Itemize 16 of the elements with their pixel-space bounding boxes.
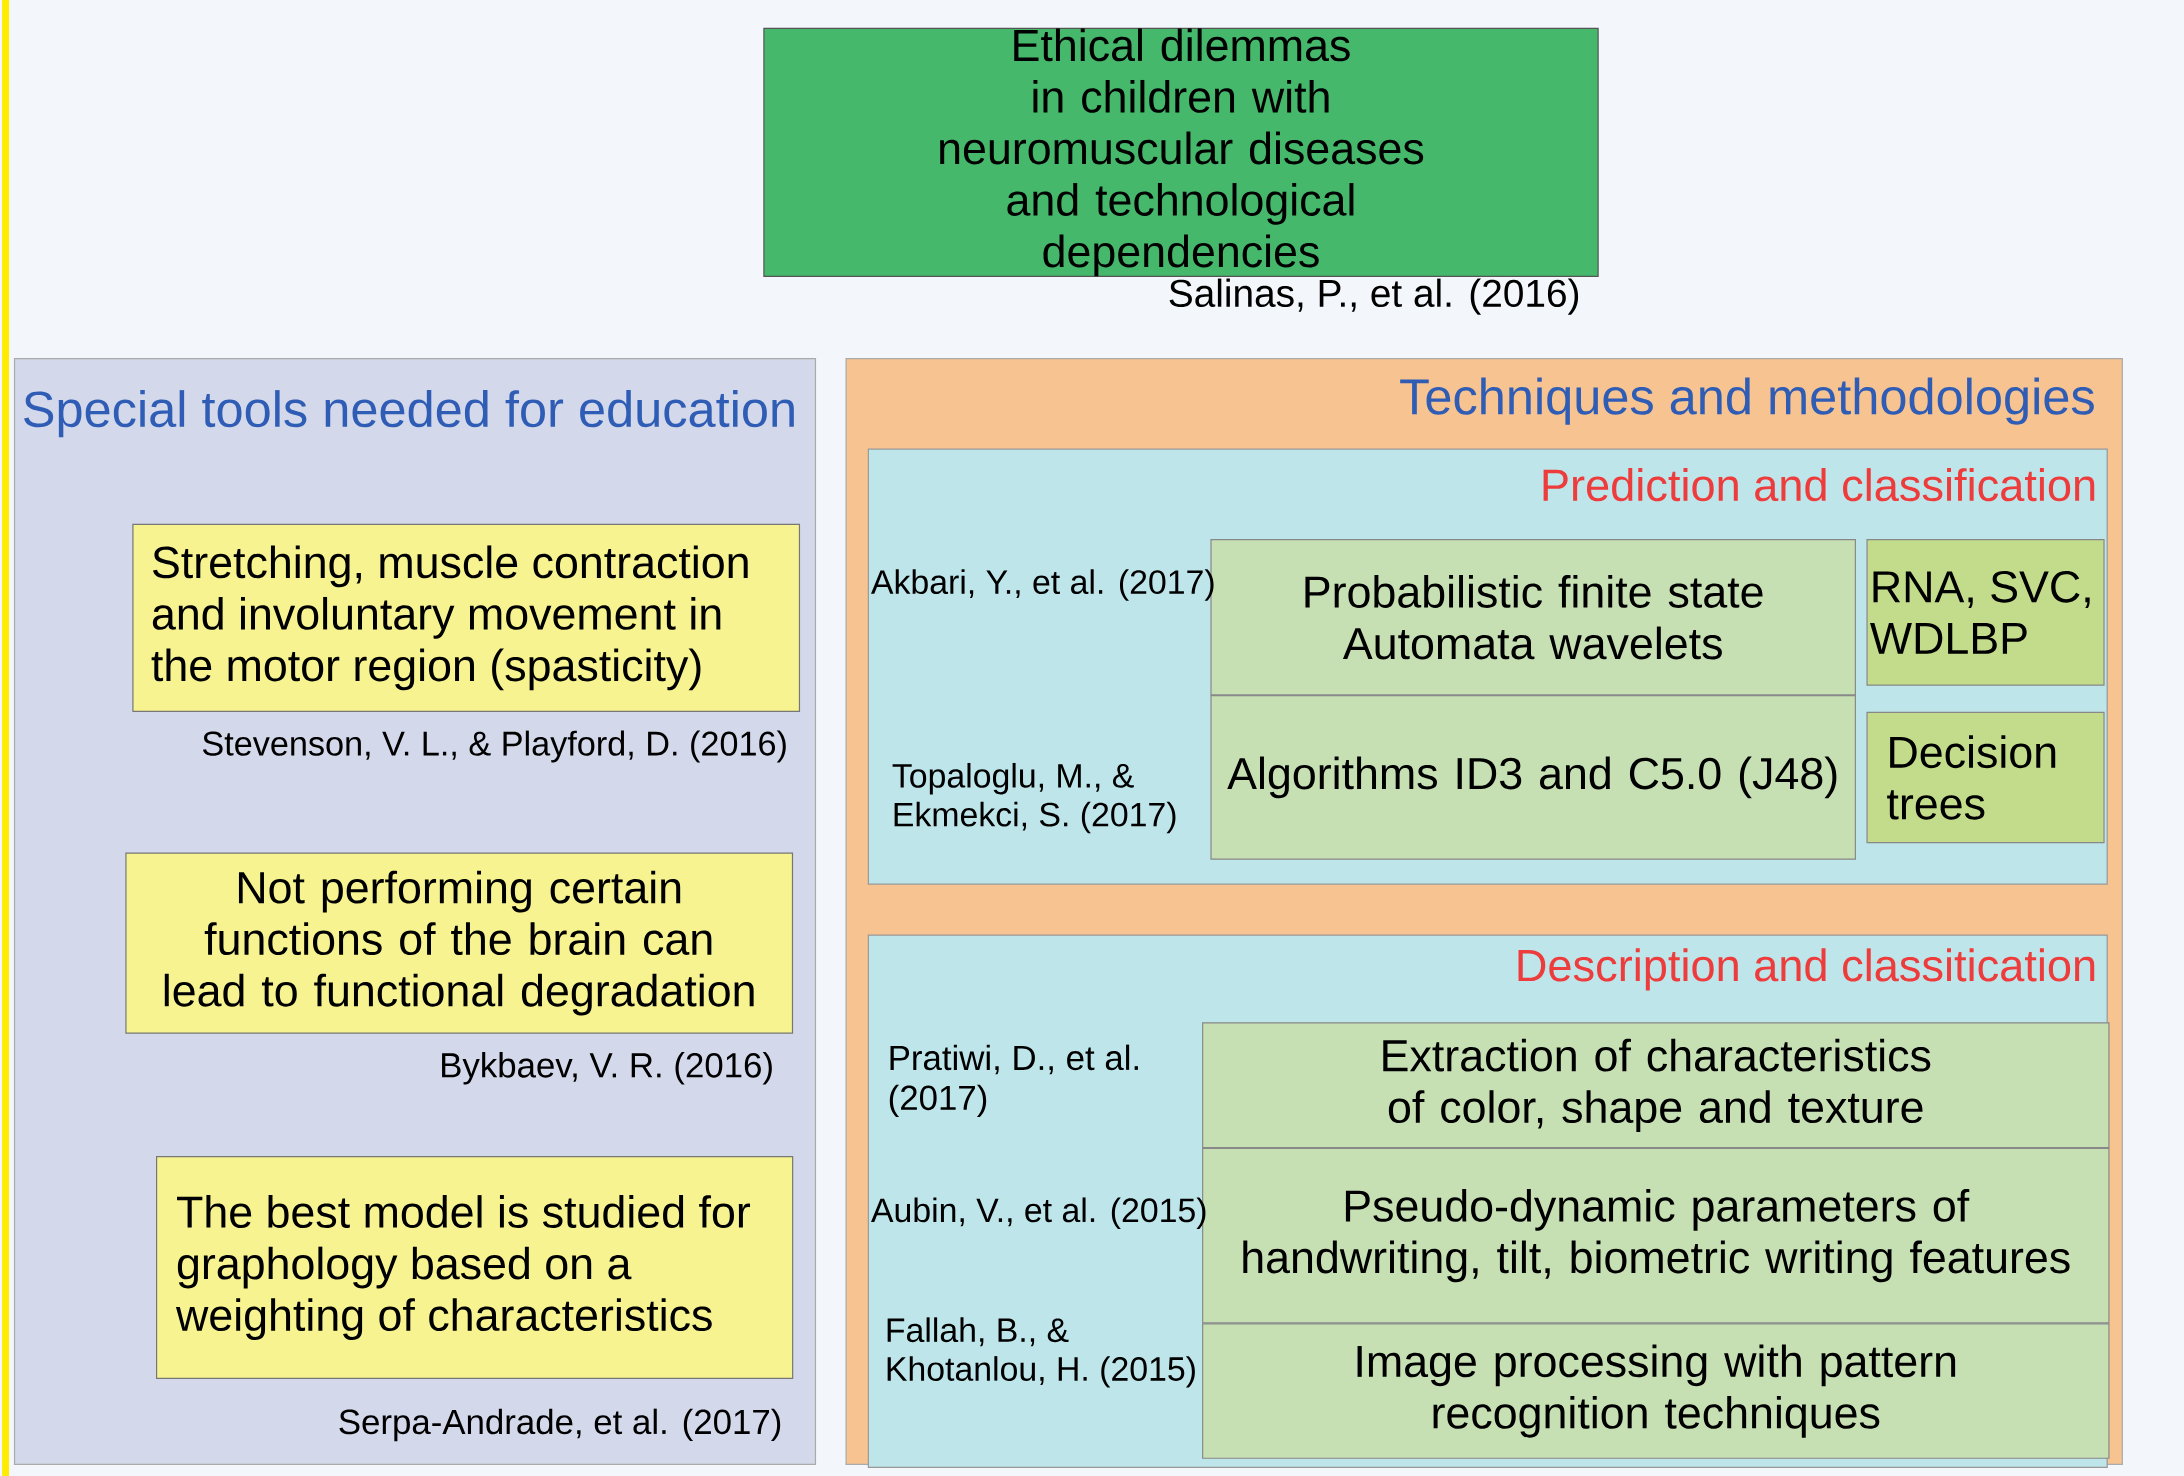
citation: Stevenson, V. L., & Playford, D. (2016) — [202, 730, 786, 763]
citation: Salinas, P., et al. (2016) — [1169, 278, 1579, 315]
citation: Fallah, B., & Khotanlou, H. (2015) — [887, 1317, 1195, 1388]
text-box: Not performing certain functions of the brain can lead to functional degradation — [125, 852, 794, 1034]
citation: Bykbaev, V. R. (2016) — [442, 1051, 772, 1085]
citation: Pratiwi, D., et al. (2017) — [889, 1044, 1138, 1117]
text-box: Algorithms ID3 and C5.0 (J48) — [1210, 694, 1856, 860]
text-box: Ethical dilemmas in children with neuromuscular diseases and technological dependencies — [763, 27, 1599, 277]
text-box: Stretching, muscle contraction and involuntary movement in the motor region (spasticity) — [132, 523, 801, 712]
citation: Serpa-Andrade, et al. (2017) — [339, 1408, 781, 1441]
text-box: Decision trees — [1866, 711, 2105, 843]
text-box: Extraction of characteristics of color, shape and texture — [1202, 1022, 2110, 1149]
text-box: The best model is studied for graphology based on a weighting of characteristics — [156, 1155, 794, 1379]
citation: Topaloglu, M., & Ekmekci, S. (2017) — [892, 762, 1176, 834]
text-box: RNA, SVC, WDLBP — [1866, 538, 2105, 686]
text-box: Image processing with pattern recognition techniques — [1202, 1323, 2110, 1459]
